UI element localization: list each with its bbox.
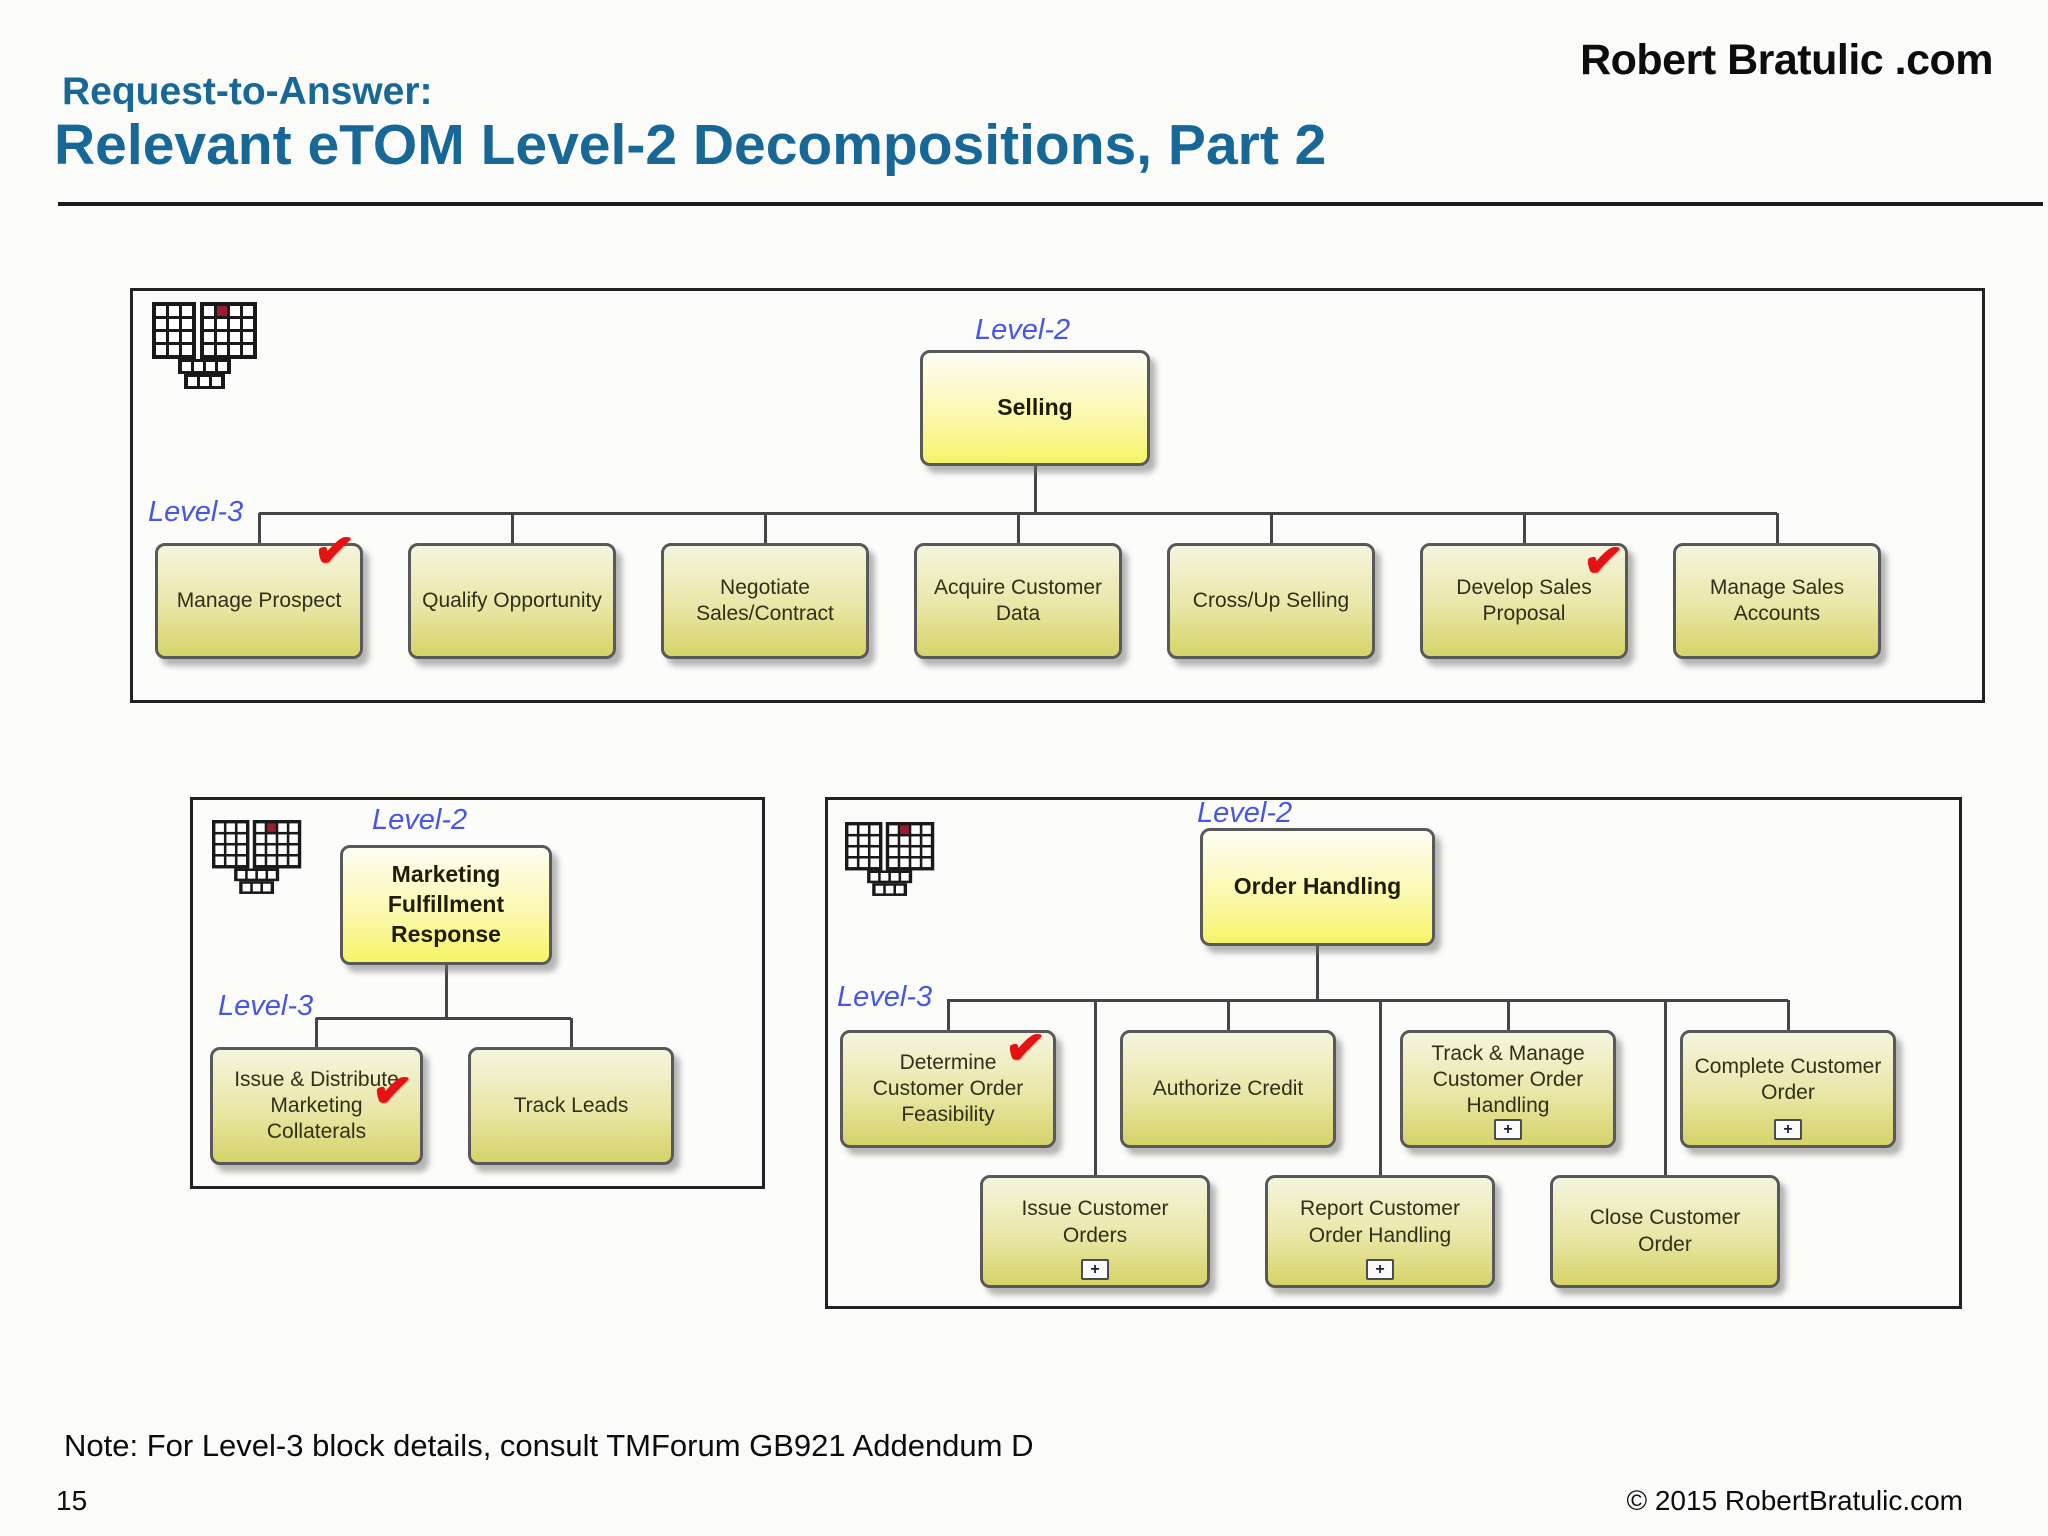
process-box-level3: Negotiate Sales/Contract <box>661 543 869 659</box>
process-box-label: Qualify Opportunity <box>422 588 602 612</box>
connector-line <box>1379 1000 1382 1175</box>
expand-plus-icon: + <box>1774 1119 1802 1140</box>
process-box-label: Track Leads <box>513 1093 629 1117</box>
process-box-level2: Selling <box>920 350 1150 466</box>
expand-plus-icon: + <box>1494 1119 1522 1140</box>
process-box-level3: Acquire Customer Data <box>914 543 1122 659</box>
process-box-label: Complete Customer Order <box>1694 1054 1882 1104</box>
check-mark-icon: ✔ <box>311 523 357 580</box>
connector-line <box>258 513 261 543</box>
process-box-label: Cross/Up Selling <box>1192 588 1350 612</box>
page-title: Relevant eTOM Level-2 Decompositions, Pa… <box>54 113 1327 177</box>
connector-line <box>1094 1000 1097 1175</box>
level-2-label: Level-2 <box>1197 797 1293 829</box>
process-box-label: Track & Manage Customer Order Handling <box>1431 1041 1585 1118</box>
connector-line <box>445 965 448 1018</box>
level-3-label: Level-3 <box>148 496 244 528</box>
connector-line <box>511 513 514 543</box>
process-box-label: Issue Customer Orders <box>1021 1197 1169 1247</box>
process-box-level3: Complete Customer Order + <box>1680 1030 1896 1148</box>
connector-line <box>1227 1000 1230 1030</box>
site-logo: Robert Bratulic .com <box>1580 36 1993 84</box>
etom-map-icon <box>212 820 302 894</box>
connector-line <box>1507 1000 1510 1030</box>
process-box-level3: Issue & Distribute Marketing Collaterals… <box>210 1047 423 1165</box>
level-2-label: Level-2 <box>975 314 1071 346</box>
connector-line <box>570 1018 573 1047</box>
process-box-label: Close Customer Order <box>1589 1206 1741 1256</box>
connector-line <box>1664 1000 1667 1175</box>
process-box-level3: Track Leads <box>468 1047 674 1165</box>
title-divider <box>58 202 2043 206</box>
connector-line <box>1776 513 1779 543</box>
process-box-level3: Issue Customer Orders + <box>980 1175 1210 1288</box>
copyright: © 2015 RobertBratulic.com <box>1626 1485 1963 1516</box>
process-box-label: Manage Prospect <box>176 588 342 612</box>
etom-map-icon <box>152 302 257 389</box>
level-3-label: Level-3 <box>837 981 933 1013</box>
page-number: 15 <box>56 1485 88 1516</box>
process-box-level3: Determine Customer Order Feasibility✔ <box>840 1020 1056 1148</box>
connector-line <box>1017 513 1020 543</box>
process-box-label: Acquire Customer Data <box>933 575 1103 625</box>
process-box-level3: Manage Prospect ✔ <box>155 523 363 659</box>
process-box-level2: Marketing Fulfillment Response <box>340 845 552 965</box>
level-2-label: Level-2 <box>372 804 468 836</box>
connector-line <box>1034 466 1037 513</box>
connector-line <box>947 999 1788 1002</box>
connector-line <box>315 1018 318 1047</box>
process-box-label: Determine Customer Order Feasibility <box>872 1050 1024 1127</box>
process-box-level3: Report Customer Order Handling + <box>1265 1175 1495 1288</box>
process-box-level3: Cross/Up Selling <box>1167 543 1375 659</box>
slide-kicker: Request-to-Answer: <box>62 70 433 113</box>
process-box-label: Negotiate Sales/Contract <box>696 575 834 625</box>
connector-line <box>1316 946 1319 1000</box>
process-box-level2: Order Handling <box>1200 828 1435 946</box>
process-box-level3: Close Customer Order <box>1550 1175 1780 1288</box>
process-box-label: Manage Sales Accounts <box>1709 575 1845 625</box>
process-box-label: Authorize Credit <box>1152 1076 1304 1100</box>
connector-line <box>764 513 767 543</box>
check-mark-icon: ✔ <box>1580 533 1626 590</box>
expand-plus-icon: + <box>1081 1259 1109 1280</box>
process-box-label: Marketing Fulfillment Response <box>387 861 505 947</box>
process-box-label: Develop Sales Proposal <box>1456 575 1592 625</box>
connector-line <box>316 1017 571 1020</box>
check-mark-icon: ✔ <box>1002 1020 1048 1077</box>
connector-line <box>1523 513 1526 543</box>
check-mark-icon: ✔ <box>369 1063 415 1120</box>
connector-line <box>1270 513 1273 543</box>
etom-map-icon <box>845 822 935 896</box>
footnote: Note: For Level-3 block details, consult… <box>64 1428 1034 1463</box>
process-box-level3: Authorize Credit <box>1120 1030 1336 1148</box>
process-box-label: Issue & Distribute Marketing Collaterals <box>234 1067 399 1144</box>
connector-line <box>947 1000 950 1030</box>
level-3-label: Level-3 <box>218 990 314 1022</box>
process-box-level3: Manage Sales Accounts <box>1673 543 1881 659</box>
process-box-label: Selling <box>997 394 1073 421</box>
process-box-level3: Develop Sales Proposal✔ <box>1420 533 1628 659</box>
connector-line <box>1787 1000 1790 1030</box>
process-box-level3: Qualify Opportunity <box>408 543 616 659</box>
process-box-label: Order Handling <box>1233 873 1402 900</box>
process-box-level3: Track & Manage Customer Order Handling+ <box>1400 1030 1616 1148</box>
expand-plus-icon: + <box>1366 1259 1394 1280</box>
process-box-label: Report Customer Order Handling <box>1300 1197 1460 1247</box>
